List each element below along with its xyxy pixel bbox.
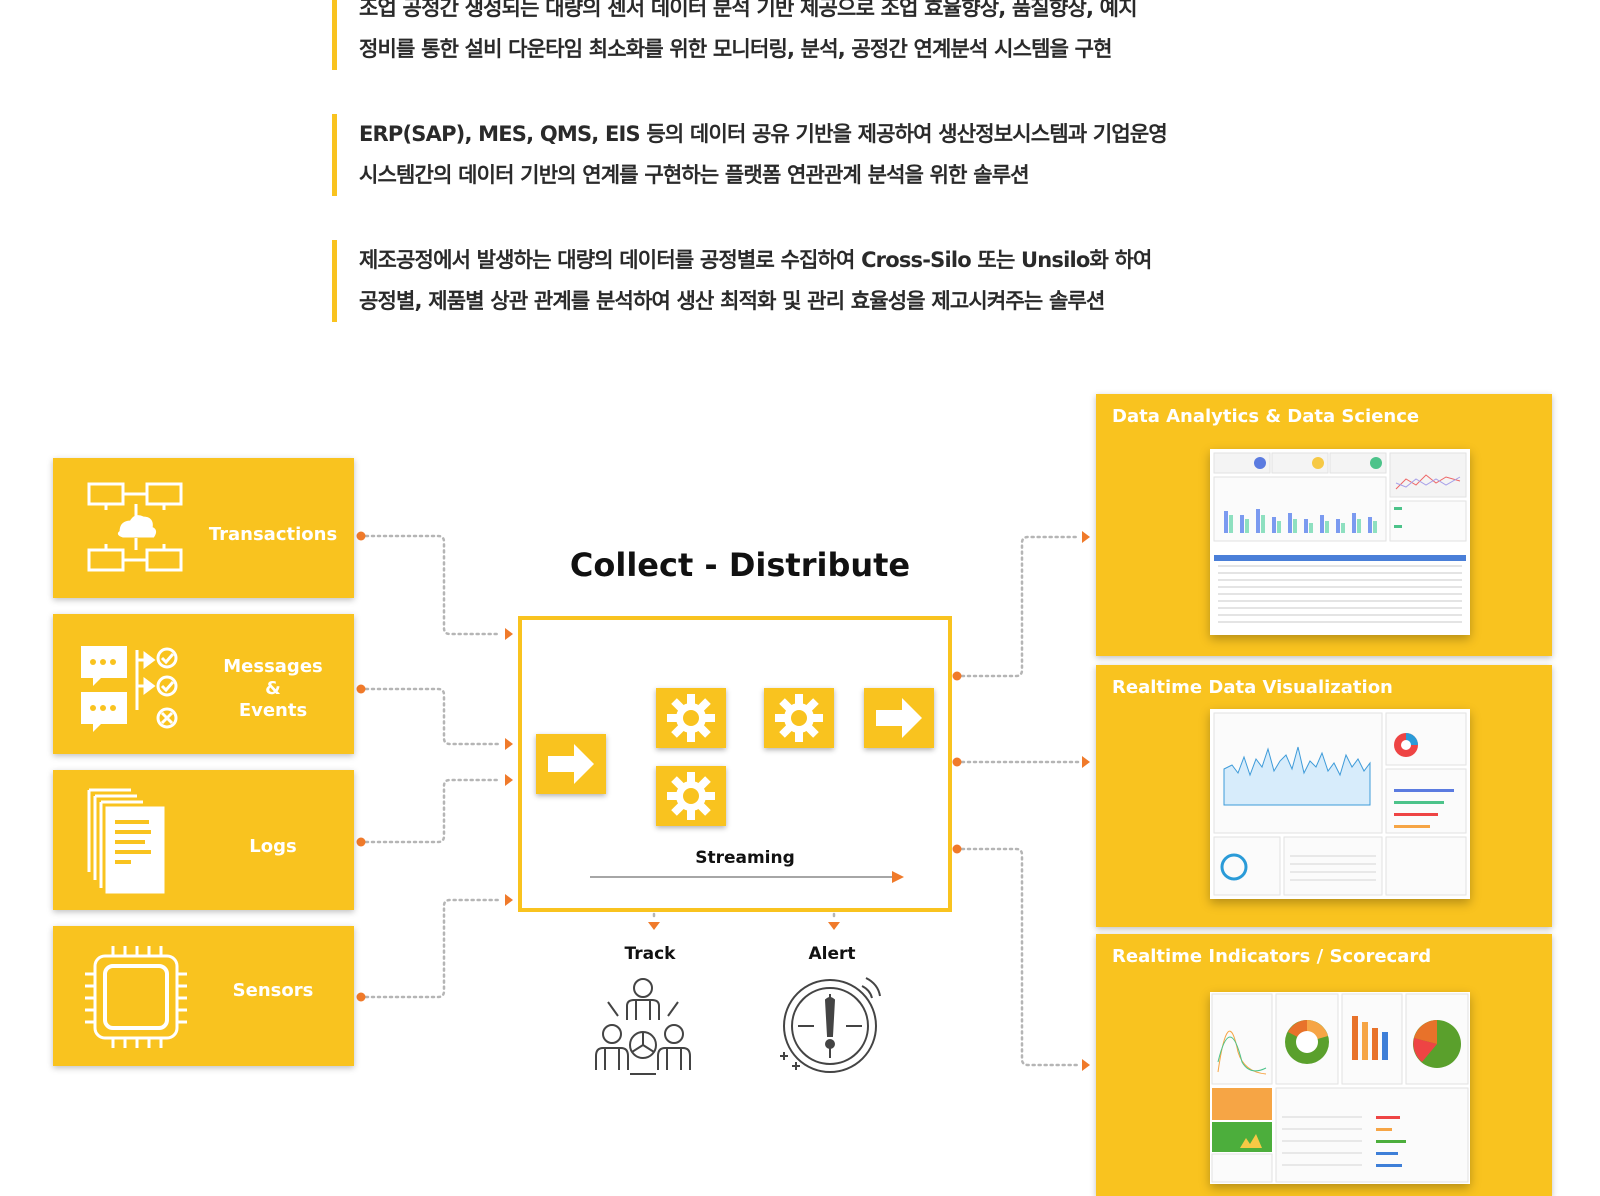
chat-check-icon — [81, 646, 178, 732]
analytics-dashboard-thumbnail — [1210, 449, 1470, 635]
source-logs: Logs — [53, 770, 354, 910]
intro-paragraph-1-line-1: 조업 공정간 생성되는 대량의 센서 데이터 분석 기반 제공으로 조업 효율향… — [359, 0, 1138, 20]
streaming-label: Streaming — [695, 848, 795, 868]
alert-label: Alert — [808, 944, 856, 964]
output-data-analytics: Data Analytics & Data Science — [1096, 394, 1552, 656]
realtime-indicators-title: Realtime Indicators / Scorecard — [1112, 946, 1432, 967]
intro-paragraph-1: 조업 공정간 생성되는 대량의 센서 데이터 분석 기반 제공으로 조업 효율향… — [332, 0, 1292, 70]
documents-icon — [87, 788, 165, 894]
scorecard-dashboard-thumbnail — [1210, 992, 1470, 1184]
source-messages-events: Messages & Events — [53, 614, 354, 754]
output-realtime-indicators: Realtime Indicators / Scorecard — [1096, 934, 1552, 1196]
data-analytics-title: Data Analytics & Data Science — [1112, 406, 1420, 427]
collect-distribute-title: Collect - Distribute — [569, 546, 911, 584]
gear-node-3 — [656, 766, 726, 826]
input-arrow-node — [536, 734, 606, 794]
visualization-dashboard-graphic — [1213, 712, 1467, 896]
logs-label: Logs — [249, 836, 297, 857]
intro-paragraph-2: ERP(SAP), MES, QMS, EIS 등의 데이터 공유 기반을 제공… — [332, 114, 1292, 196]
intro-paragraph-1-line-2: 정비를 통한 설비 다운타임 최소화를 위한 모니터링, 분석, 공정간 연계분… — [359, 37, 1113, 61]
arrow-right-icon — [548, 744, 594, 784]
intro-paragraph-3-line-1: 제조공정에서 발생하는 대량의 데이터를 공정별로 수집하여 Cross-Sil… — [359, 248, 1152, 272]
intro-paragraph-3-line-2: 공정별, 제품별 상관 관계를 분석하여 생산 최적화 및 관리 효율성을 제고… — [359, 289, 1105, 313]
team-icon — [595, 978, 691, 1075]
gear-node-2 — [764, 688, 834, 748]
gear-icon — [775, 694, 823, 742]
messages-label: Messages — [223, 656, 323, 677]
messages-ampersand: & — [265, 678, 281, 699]
gear-node-1 — [656, 688, 726, 748]
alarm-icon — [780, 977, 881, 1073]
output-arrow-node — [864, 688, 934, 748]
source-transactions: Transactions — [53, 458, 354, 598]
network-cloud-icon — [87, 482, 183, 572]
chip-icon — [85, 946, 187, 1048]
arrow-right-icon — [876, 698, 922, 738]
transactions-label: Transactions — [208, 524, 338, 545]
gear-icon — [667, 694, 715, 742]
intro-paragraph-3: 제조공정에서 발생하는 대량의 데이터를 공정별로 수집하여 Cross-Sil… — [332, 240, 1292, 322]
intro-paragraph-2-line-2: 시스템간의 데이터 기반의 연계를 구현하는 플랫폼 연관관계 분석을 위한 솔… — [359, 163, 1030, 187]
source-sensors: Sensors — [53, 926, 354, 1066]
realtime-visualization-title: Realtime Data Visualization — [1112, 677, 1393, 698]
sensors-label: Sensors — [232, 980, 314, 1001]
track-label: Track — [624, 944, 676, 964]
gear-icon — [667, 772, 715, 820]
events-label: Events — [238, 700, 308, 721]
intro-paragraph-2-line-1: ERP(SAP), MES, QMS, EIS 등의 데이터 공유 기반을 제공… — [359, 122, 1168, 146]
analytics-dashboard-graphic — [1213, 452, 1467, 623]
output-realtime-visualization: Realtime Data Visualization — [1096, 665, 1552, 927]
visualization-dashboard-thumbnail — [1210, 709, 1470, 899]
scorecard-dashboard-graphic — [1211, 993, 1469, 1183]
